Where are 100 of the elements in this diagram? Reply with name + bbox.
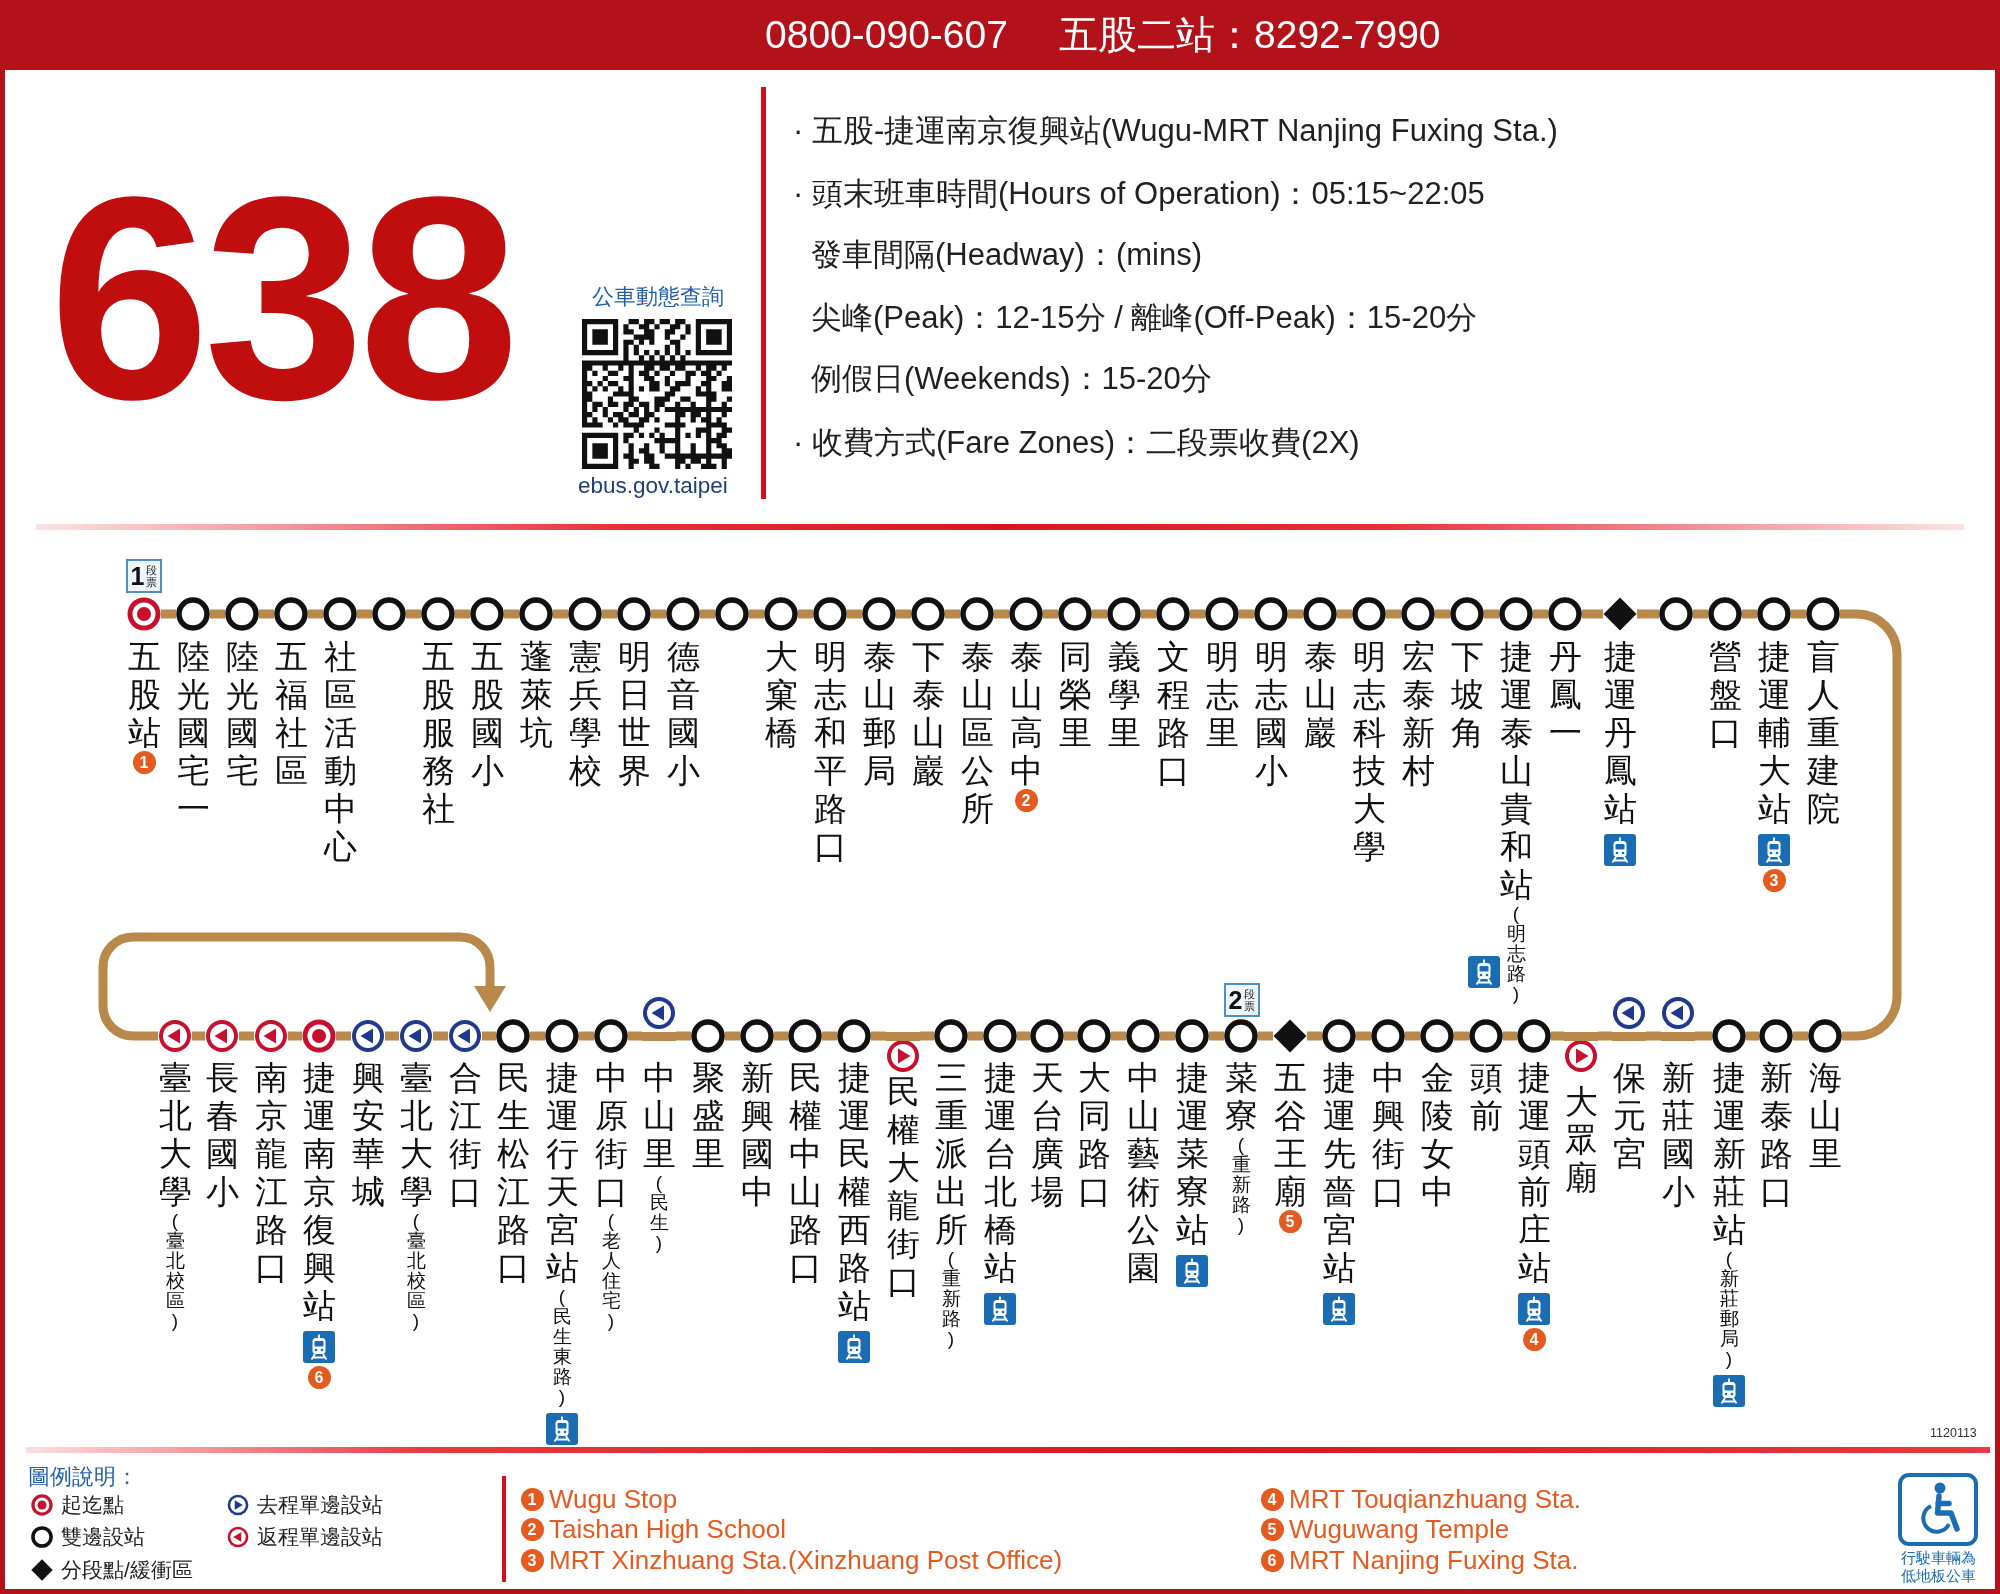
callout-number: 4 [1260,1487,1284,1511]
route-line [504,609,519,619]
route-line [968,1031,983,1041]
route-line [1484,609,1499,619]
route-line [1160,1031,1175,1041]
route-line [406,609,421,619]
stop-name: 五股服務社 [421,638,455,828]
stop-note: (重新路) [940,1249,962,1349]
stop-name: 臺北大學 [158,1059,192,1211]
callout-number: 5 [1260,1517,1284,1541]
route-line [1646,1031,1661,1041]
route-line [1791,609,1806,619]
route-line [1405,1031,1420,1041]
route-line [847,609,862,619]
route-line [1454,1031,1469,1041]
stop-note: (民生) [648,1173,670,1253]
route-line [676,1031,691,1041]
route-line [530,1031,545,1041]
route-line [1840,609,1902,1041]
stop-name: 中山里 [642,1059,676,1173]
legend-text: 雙邊設站 [61,1524,145,1550]
stop-name: 宏泰新村 [1401,638,1435,790]
route-line [1064,1031,1077,1041]
stop-name: 捷運丹鳳站 [1603,638,1637,828]
stop-name: 頭前 [1469,1059,1503,1135]
legend-text: 分段點/緩衝區 [61,1557,193,1583]
route-line [1239,609,1254,619]
stop-name: 泰山區公所 [960,638,994,828]
route-line [385,1031,399,1041]
info-line: · 五股-捷運南京復興站(Wugu-MRT Nanjing Fuxing Sta.) [793,112,1558,150]
route-line [1598,1031,1612,1041]
route-line [798,609,813,619]
stop-name: 陸光國宅一 [176,638,210,828]
stop-name: 大眾廟 [1564,1083,1598,1197]
stop-name: 義學里 [1107,638,1141,752]
qr-caption: 公車動態查詢 [592,283,724,311]
callout-note: MRT Xinzhuang Sta.(Xinzhuang Post Office) [549,1544,1063,1576]
stop-name: 文程路口 [1156,638,1190,790]
callout-note: Wuguwang Temple [1289,1513,1510,1545]
route-line [1637,609,1659,619]
route-line [1386,609,1401,619]
route-line [1017,1031,1030,1041]
stop-name: 五股站 [127,638,161,752]
stop-name: 五谷王廟 [1273,1059,1307,1211]
info-line: 發車間隔(Headway)：(mins) [811,236,1202,274]
stop-name: 社區活動中心 [323,638,357,866]
legend-text: 返程單邊設站 [257,1524,383,1550]
callout-number: 5 [1278,1210,1302,1233]
route-line [161,609,176,619]
stop-name: 金陵女中 [1420,1059,1454,1211]
route-line [1111,1031,1126,1041]
legend-text: 去程單邊設站 [257,1492,383,1518]
legend-title: 圖例說明： [28,1463,138,1491]
route-line [288,1031,302,1041]
stop-name: 天台廣場 [1030,1059,1064,1211]
callout-number: 3 [520,1548,544,1572]
stop-name: 五福社區 [274,638,308,790]
callout-number: 4 [1522,1328,1546,1351]
route-line [1693,609,1708,619]
stop-name: 捷運民權西路站 [837,1059,871,1325]
route-line [1551,1031,1564,1041]
stop-name: 明志和平路口 [813,638,847,866]
stop-name: 盲人重建院 [1806,638,1840,828]
zone-label: 段票 [1243,988,1256,1012]
route-line [239,1031,254,1041]
callout-number: 1 [132,751,156,774]
stop-name: 海山里 [1808,1059,1842,1173]
stop-name: 新興國中 [740,1059,774,1211]
stop-name: 泰山郵局 [862,638,896,790]
stop-name: 新莊國小 [1661,1059,1695,1211]
route-line [651,609,666,619]
callout-number: 3 [1762,869,1786,892]
route-number: 638 [49,153,514,442]
stop-name: 興安華城 [351,1059,385,1211]
route-line [1533,609,1548,619]
callout-number: 2 [1014,789,1038,812]
route-line [1695,1031,1712,1041]
stop-name: 新泰路口 [1759,1059,1793,1211]
stop-name: 菜寮 [1224,1059,1258,1135]
route-line [308,609,323,619]
route-line [822,1031,837,1041]
route-line [210,609,225,619]
low-floor-note: 行駛車輛為低地板公車 [1900,1549,1976,1585]
route-line [749,609,764,619]
stop-note: (明志路) [1505,904,1527,1004]
stop-name: 下泰山巖 [911,638,945,790]
stop-note: (老人住宅) [600,1211,622,1331]
route-line [920,1031,934,1041]
stop-note: (新莊郵局) [1718,1249,1740,1369]
info-line: 尖峰(Peak)：12-15分 / 離峰(Off-Peak)：15-20分 [811,299,1478,337]
info-line: 例假日(Weekends)：15-20分 [811,360,1212,398]
route-line [945,609,960,619]
route-line [1793,1031,1808,1041]
route-line [433,1031,448,1041]
callout-note: MRT Nanjing Fuxing Sta. [1289,1544,1579,1576]
route-line [1337,609,1352,619]
route-line [1092,609,1107,619]
route-line [700,609,715,619]
callout-note: MRT Touqianzhuang Sta. [1289,1483,1581,1515]
route-line [1043,609,1058,619]
